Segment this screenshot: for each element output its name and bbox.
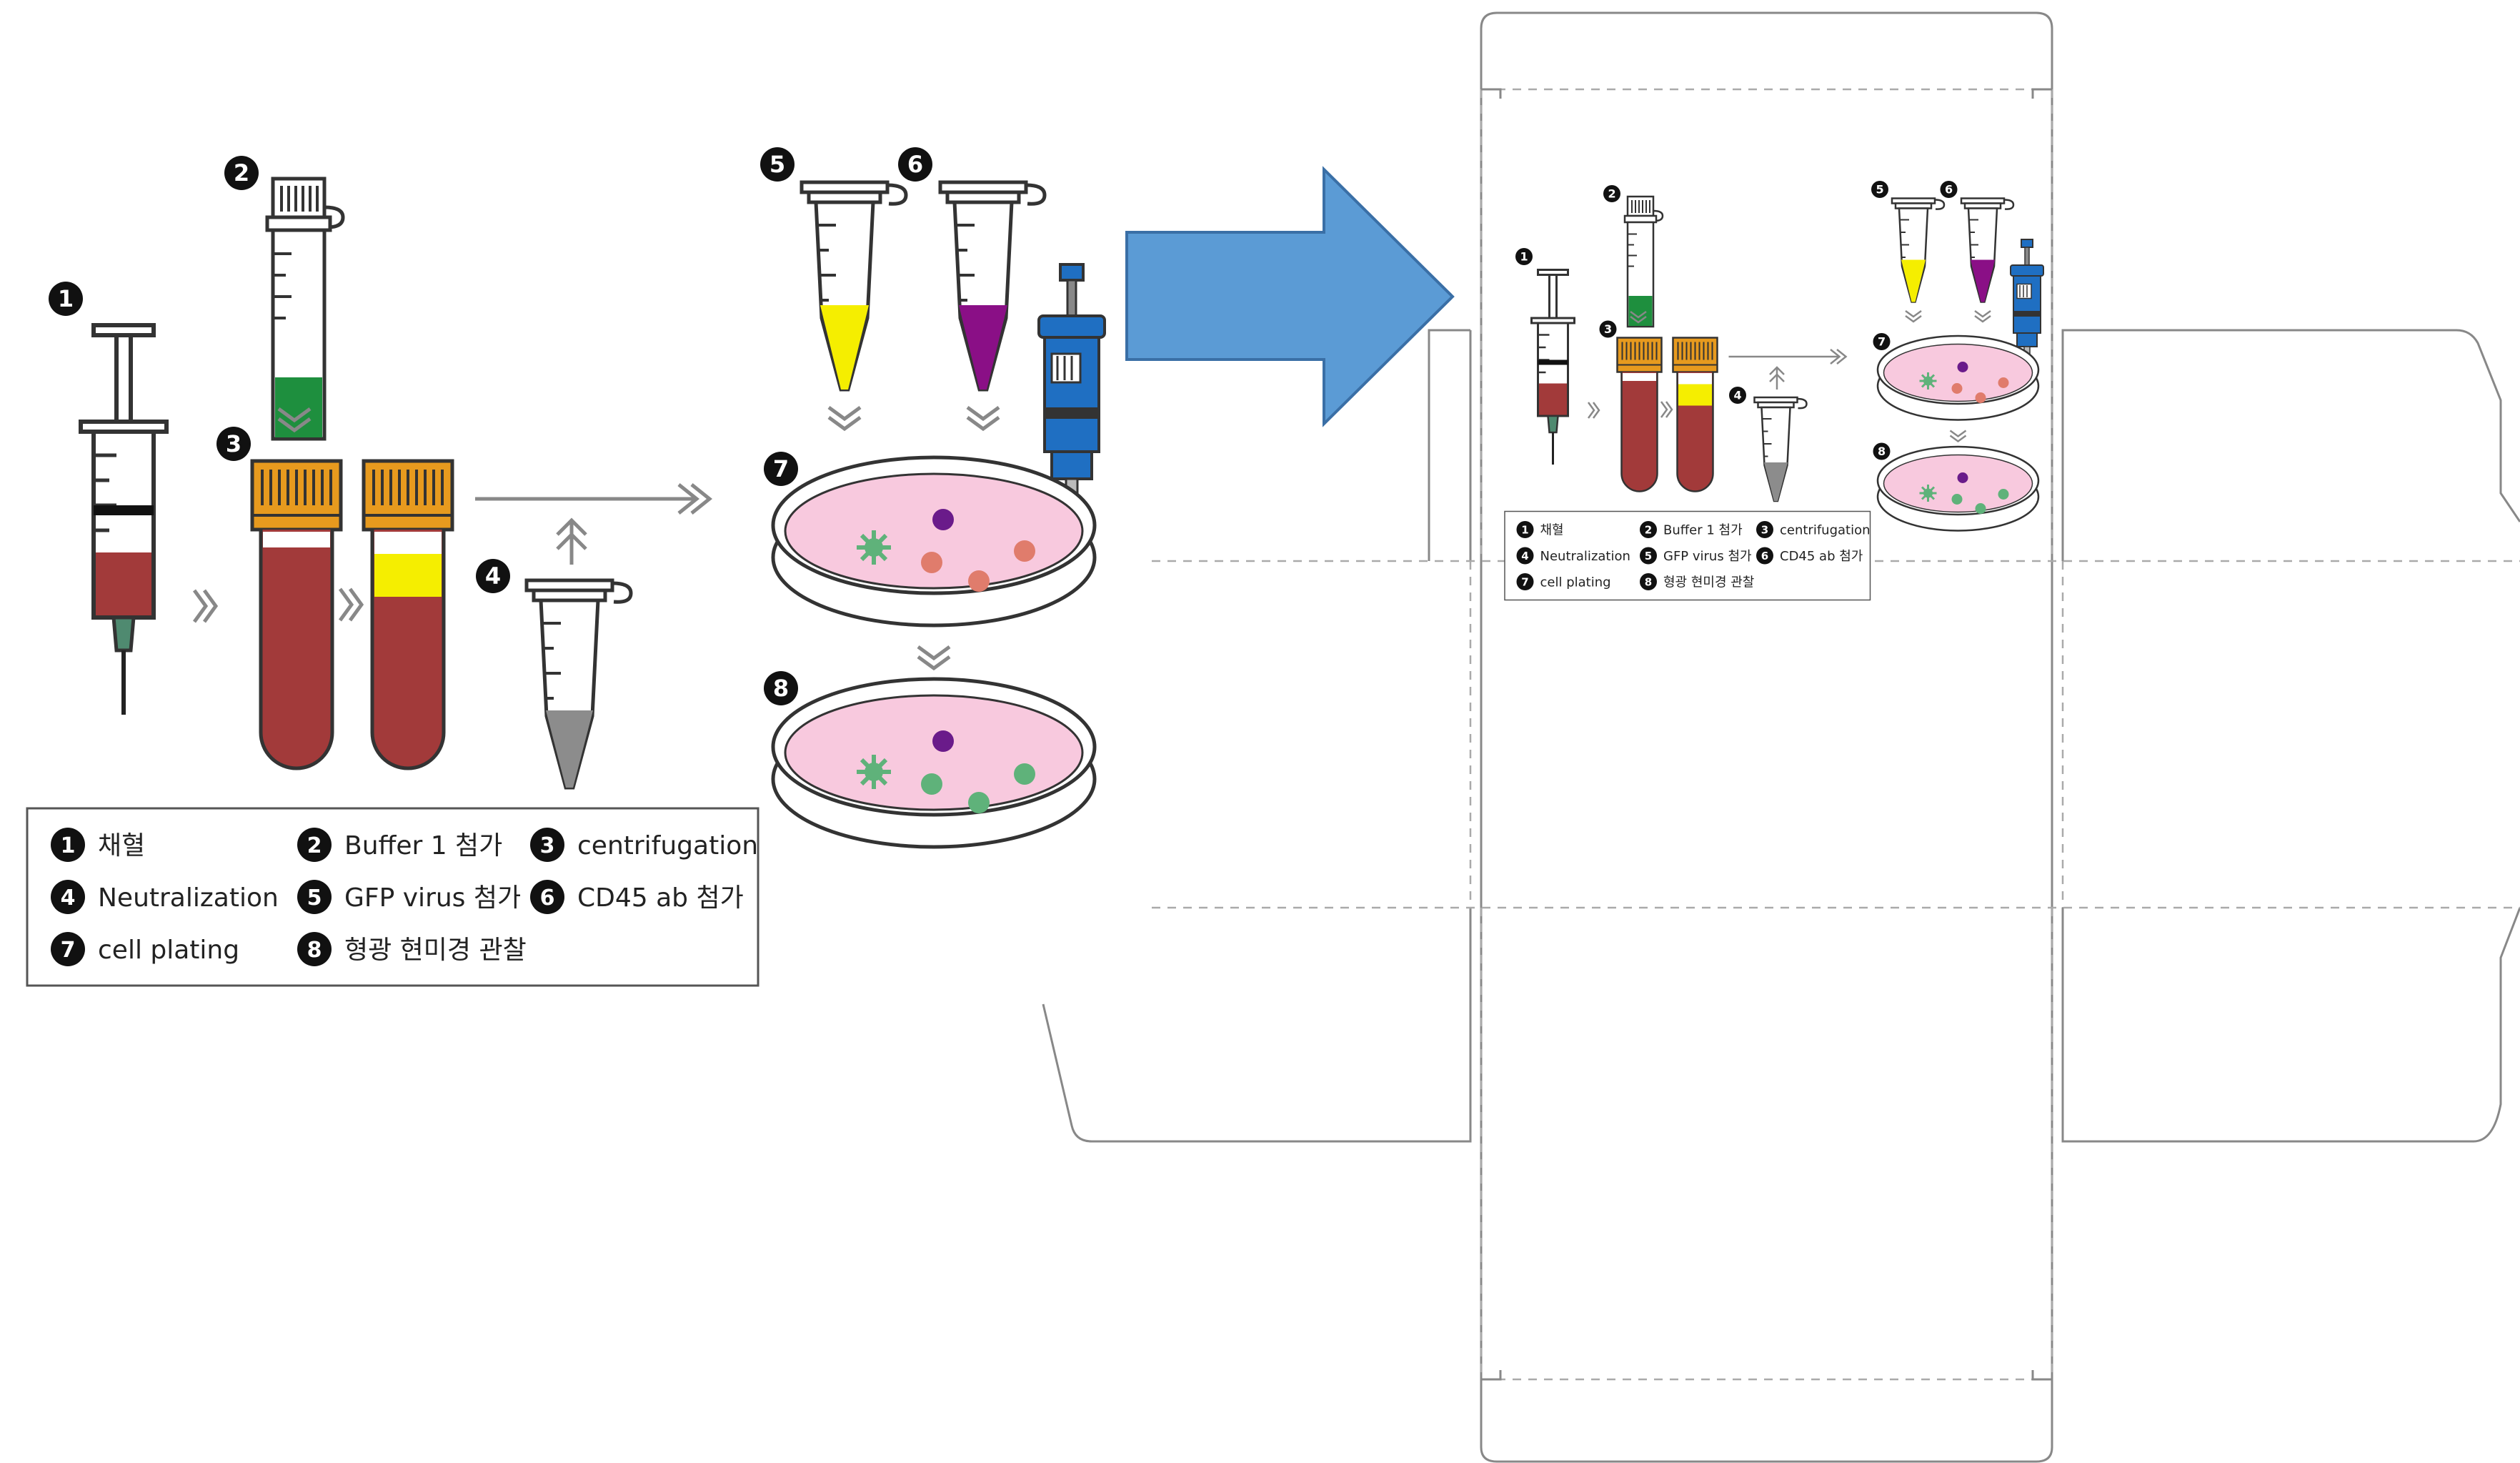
svg-text:1: 1: [58, 285, 74, 312]
svg-text:6: 6: [540, 886, 555, 911]
step-badge-4: 4: [476, 559, 510, 593]
svg-text:8: 8: [773, 675, 789, 702]
svg-text:5: 5: [1876, 183, 1883, 197]
svg-text:cell plating: cell plating: [98, 936, 239, 965]
box-dieline-icon: [1042, 11, 2520, 1463]
svg-text:형광 현미경 관찰: 형광 현미경 관찰: [344, 936, 527, 965]
svg-text:8: 8: [307, 938, 322, 963]
svg-text:GFP virus 첨가: GFP virus 첨가: [344, 883, 521, 913]
step-badge-3: 3: [216, 427, 251, 461]
legend-item-2: 2 Buffer 1 첨가: [297, 828, 502, 862]
svg-text:7: 7: [1878, 335, 1886, 349]
svg-text:1: 1: [1520, 250, 1528, 264]
step-badge-8: 8: [764, 671, 798, 705]
legend: 1 채혈 2 Buffer 1 첨가 3 centrifugation 4 Ne…: [51, 828, 758, 966]
svg-text:4: 4: [1733, 389, 1741, 402]
legend-item-4: 4 Neutralization: [51, 880, 279, 914]
svg-text:1: 1: [1521, 524, 1528, 537]
svg-text:2: 2: [1608, 187, 1615, 201]
legend-item-5: 5 GFP virus 첨가: [297, 880, 521, 914]
svg-text:5: 5: [770, 151, 785, 178]
svg-text:3: 3: [1604, 322, 1612, 336]
svg-text:cell plating: cell plating: [1540, 575, 1611, 590]
svg-text:7: 7: [773, 455, 789, 482]
svg-text:Buffer 1 첨가: Buffer 1 첨가: [344, 831, 502, 861]
svg-text:5: 5: [307, 886, 322, 911]
svg-text:5: 5: [1645, 550, 1652, 562]
svg-text:centrifugation: centrifugation: [577, 831, 758, 861]
step-badge-7: 7: [764, 452, 798, 486]
arrow-right-icon: [1125, 166, 1455, 427]
svg-text:Neutralization: Neutralization: [98, 883, 279, 913]
svg-text:1: 1: [61, 833, 76, 858]
svg-text:3: 3: [226, 430, 241, 457]
svg-text:CD45 ab 첨가: CD45 ab 첨가: [577, 883, 744, 913]
svg-text:Neutralization: Neutralization: [1540, 549, 1630, 564]
svg-text:4: 4: [61, 886, 76, 911]
svg-text:3: 3: [540, 833, 555, 858]
svg-text:2: 2: [307, 833, 322, 858]
svg-text:8: 8: [1645, 576, 1652, 589]
svg-text:Buffer 1 첨가: Buffer 1 첨가: [1663, 523, 1743, 538]
svg-text:6: 6: [1761, 550, 1768, 562]
svg-text:2: 2: [234, 159, 249, 187]
legend-item-6: 6 CD45 ab 첨가: [530, 880, 744, 914]
protocol-diagram: 1 2 3 4 5 6 7 8 1 채혈 2: [27, 147, 1105, 986]
svg-text:채혈: 채혈: [1540, 523, 1564, 538]
svg-text:4: 4: [1521, 550, 1528, 562]
step-badge-2: 2: [224, 156, 259, 190]
legend-item-7: 7 cell plating: [51, 932, 239, 966]
svg-text:6: 6: [1945, 183, 1953, 197]
svg-text:GFP virus 첨가: GFP virus 첨가: [1663, 549, 1752, 564]
svg-text:7: 7: [61, 938, 76, 963]
legend-item-8: 8 형광 현미경 관찰: [297, 932, 527, 966]
svg-text:CD45 ab 첨가: CD45 ab 첨가: [1780, 549, 1863, 564]
svg-text:형광 현미경 관찰: 형광 현미경 관찰: [1663, 575, 1754, 590]
step-badge-5: 5: [760, 147, 795, 182]
svg-text:채혈: 채혈: [98, 831, 145, 861]
step-badge-1: 1: [49, 282, 83, 316]
svg-text:6: 6: [907, 151, 923, 178]
svg-text:2: 2: [1645, 524, 1652, 537]
svg-text:centrifugation: centrifugation: [1780, 523, 1871, 538]
svg-text:7: 7: [1521, 576, 1528, 589]
step-badge-6: 6: [898, 147, 932, 182]
legend-item-1: 1 채혈: [51, 828, 145, 862]
svg-text:8: 8: [1878, 445, 1886, 458]
svg-text:4: 4: [485, 562, 501, 590]
svg-text:3: 3: [1761, 524, 1768, 537]
legend-item-3: 3 centrifugation: [530, 828, 758, 862]
